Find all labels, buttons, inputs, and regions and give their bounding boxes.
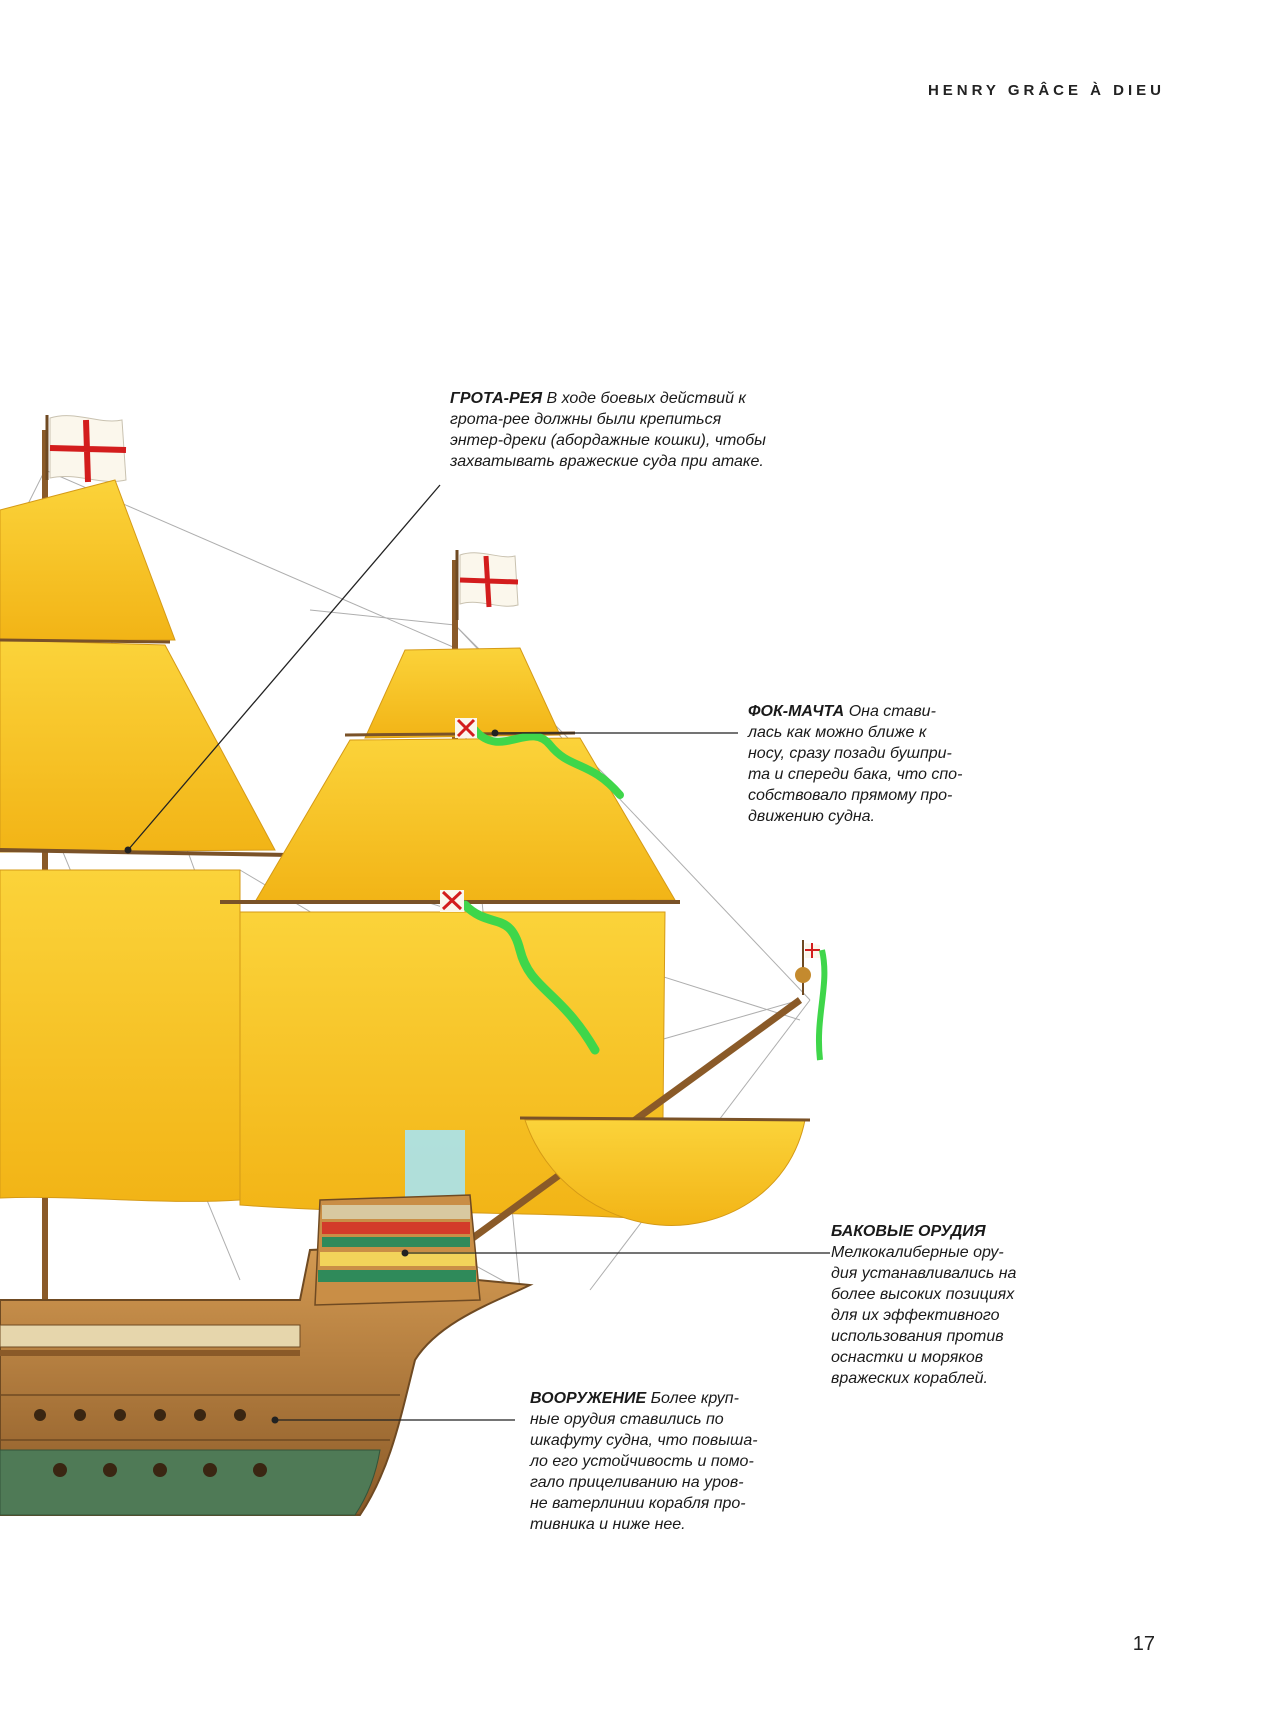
fore-topsail (364, 647, 561, 739)
callout-line: носу, сразу позади бушпри- (748, 745, 952, 762)
callout-line: вражеских кораблей. (831, 1370, 988, 1387)
callout-line: не ватерлинии корабля про- (530, 1495, 746, 1512)
callout-line: энтер-дреки (абордажные кошки), чтобы (450, 432, 766, 449)
callout-line: ФОК-МАЧТА Она стави- (748, 703, 936, 720)
spritsail (524, 1119, 806, 1226)
hull (0, 1194, 534, 1516)
callout-line: грота-рее должны были крепиться (450, 411, 722, 428)
bowsprit-flag (795, 940, 828, 1061)
callout-line: та и спереди бака, что спо- (748, 766, 963, 783)
fore-flag (455, 550, 519, 620)
callout-line: ВООРУЖЕНИЕ Более круп- (530, 1390, 739, 1407)
callout-line: Мелкокалиберные ору- (831, 1244, 1004, 1261)
callout-line: ло его устойчивость и помо- (530, 1453, 754, 1470)
leader-line-main-yard (127, 484, 441, 851)
callout-line: движению судна. (748, 808, 875, 825)
callout-line: более высоких позициях (831, 1286, 1015, 1303)
callout-line: ные орудия ставились по (530, 1411, 724, 1428)
callout-term: ГРОТА-РЕЯ (450, 390, 542, 407)
callout-line: захватывать вражеские суда при атаке. (450, 453, 764, 470)
callout-line: использования против (831, 1328, 1004, 1345)
sail-patch (405, 1130, 465, 1200)
fore-top-pennant (471, 726, 624, 799)
callout-foremast: ФОК-МАЧТА Она стави- лась как можно ближ… (748, 701, 998, 827)
callout-line: ГРОТА-РЕЯ В ходе боевых действий к (450, 390, 746, 407)
callout-line: оснастки и моряков (831, 1349, 984, 1366)
callout-line: гало прицеливанию на уров- (530, 1474, 744, 1491)
main-course-sail (0, 869, 241, 1202)
callout-term: ФОК-МАЧТА (748, 703, 845, 720)
running-head: HENRY GRÂCE À DIEU (927, 82, 1165, 99)
leader-lines (127, 484, 830, 1421)
callout-line: дия устанавливались на (831, 1265, 1017, 1282)
page-number: 17 (1132, 1633, 1155, 1655)
main-topsail (0, 479, 176, 641)
callout-line: тивника и ниже нее. (530, 1516, 686, 1533)
callout-line: лась как можно ближе к (748, 724, 927, 741)
callout-term: ВООРУЖЕНИЕ (530, 1390, 647, 1407)
main-upper-sail (0, 639, 276, 853)
callout-line: для их эффективного (831, 1307, 1000, 1324)
callout-forecastle-guns: БАКОВЫЕ ОРУДИЯ Мелкокалиберные ору- дия … (831, 1221, 1071, 1389)
callout-term: БАКОВЫЕ ОРУДИЯ (831, 1223, 986, 1240)
fore-upper-sail (254, 737, 676, 903)
callout-line: шкафуту судна, что повыша- (530, 1432, 758, 1449)
callout-armament: ВООРУЖЕНИЕ Более круп- ные орудия ставил… (530, 1388, 790, 1535)
fore-course-pennant (460, 900, 600, 1055)
callout-main-yard: ГРОТА-РЕЯ В ходе боевых действий к грота… (450, 388, 810, 472)
main-flag (45, 415, 127, 483)
callout-line: собствовало прямому про- (748, 787, 953, 804)
